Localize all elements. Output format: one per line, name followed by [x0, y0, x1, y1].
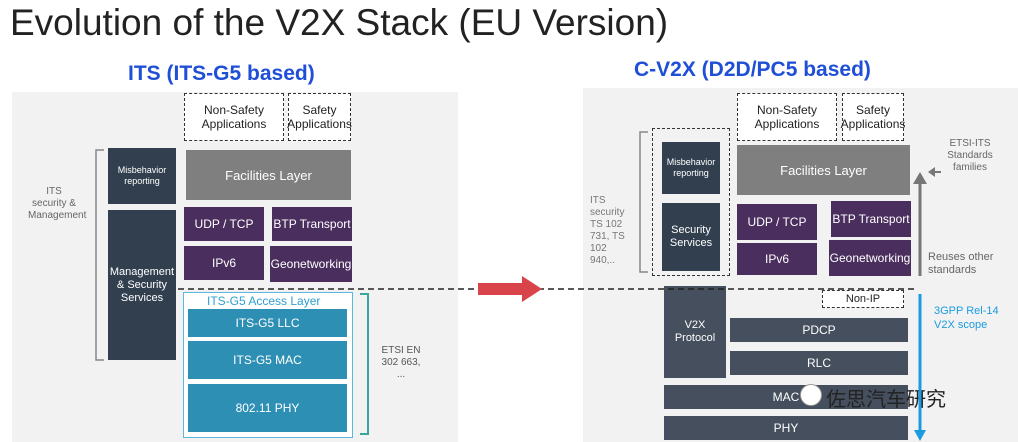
- non-safety-apps-box-right: Non-Safety Applications: [737, 93, 837, 141]
- its-g5-mac-box: ITS-G5 MAC: [188, 341, 347, 379]
- scope-arrow-head: [914, 430, 926, 441]
- udp-tcp-box: UDP / TCP: [184, 207, 264, 241]
- transition-arrow: [478, 276, 542, 302]
- its-security-management-label: ITS security & Management: [28, 186, 87, 221]
- watermark-text: 佐思汽车研究: [826, 389, 946, 411]
- udp-tcp-box-right: UDP / TCP: [737, 204, 817, 240]
- its-security-label-right: ITS security TS 102 731, TS 102 940,..: [590, 195, 625, 266]
- ipv6-box-right: IPv6: [737, 243, 817, 275]
- etsi-en-label: ETSI EN 302 663, ...: [381, 345, 421, 380]
- its-g5-llc-box: ITS-G5 LLC: [188, 309, 347, 337]
- management-security-box: Management & Security Services: [108, 210, 176, 360]
- cv2x-heading: C-V2X (D2D/PC5 based): [634, 58, 871, 81]
- wechat-icon: [800, 384, 822, 406]
- geonetworking-box: Geonetworking: [270, 246, 352, 282]
- security-dashed-frame: [652, 128, 730, 276]
- ipv6-box: IPv6: [184, 246, 264, 280]
- its-heading: ITS (ITS-G5 based): [128, 62, 315, 85]
- pdcp-box: PDCP: [730, 318, 908, 342]
- 802-11-phy-box: 802.11 PHY: [188, 384, 347, 432]
- its-security-bracket: [95, 149, 104, 361]
- 3gpp-scope-label: 3GPP Rel-14 V2X scope: [934, 305, 999, 331]
- geonetworking-box-right: Geonetworking: [829, 240, 911, 276]
- etsi-its-label: ETSI-ITS Standards families: [947, 138, 993, 173]
- mac-box-right: MAC: [664, 385, 908, 409]
- phy-box-right: PHY: [664, 416, 908, 440]
- reuses-label: Reuses other standards: [928, 251, 994, 276]
- its-security-bracket-right: [639, 131, 648, 273]
- rlc-box: RLC: [730, 351, 908, 375]
- non-safety-apps-box: Non-Safety Applications: [184, 93, 284, 141]
- security-services-box: Security Services: [662, 203, 720, 271]
- page-title: Evolution of the V2X Stack (EU Version): [10, 2, 669, 43]
- etsi-pointer-head: [928, 167, 935, 177]
- misbehavior-reporting-box-right: Misbehavior reporting: [662, 142, 720, 194]
- access-layer-label: ITS-G5 Access Layer: [207, 294, 321, 308]
- misbehavior-reporting-box: Misbehavior reporting: [108, 148, 176, 204]
- facilities-layer-box-right: Facilities Layer: [737, 145, 910, 195]
- etsi-en-bracket: [360, 293, 369, 435]
- btp-transport-box-right: BTP Transport: [831, 201, 911, 237]
- safety-apps-box: Safety Applications: [287, 93, 352, 141]
- non-ip-box: Non-IP: [822, 290, 904, 308]
- facilities-layer-box: Facilities Layer: [186, 150, 351, 200]
- standards-arrow-head: [913, 172, 927, 184]
- btp-transport-box: BTP Transport: [272, 207, 352, 241]
- v2x-protocol-box: V2X Protocol: [664, 286, 726, 378]
- safety-apps-box-right: Safety Applications: [841, 93, 905, 141]
